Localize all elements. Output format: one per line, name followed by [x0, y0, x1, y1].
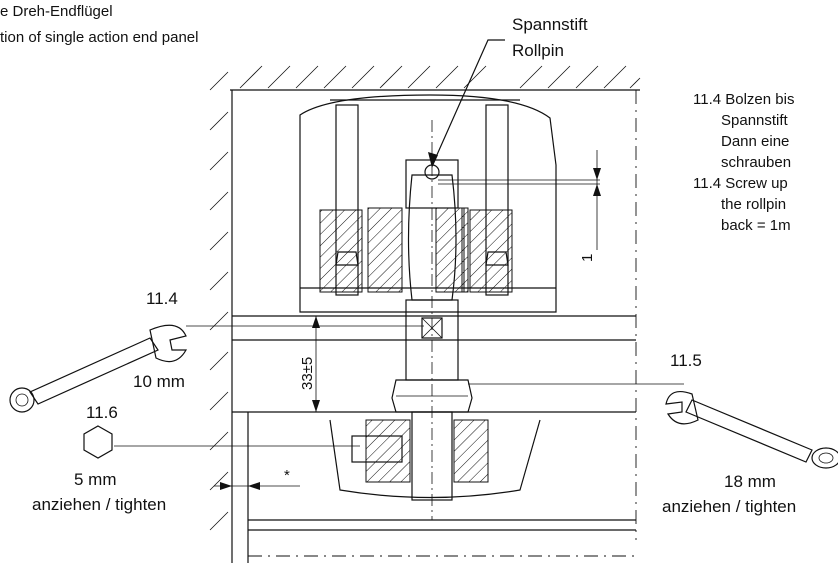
rollpin-callout: [428, 39, 505, 168]
step-11-4-size: 10 mm: [133, 372, 185, 391]
step-11-5-action: anziehen / tighten: [662, 497, 796, 516]
step-11-5-id: 11.5: [670, 351, 702, 370]
title-de: e Dreh-Endflügel: [0, 3, 113, 20]
step-11-4-id: 11.4: [146, 289, 178, 308]
gap-dimension: [438, 150, 601, 250]
instruction-text: 11.4 Bolzen bis Spannstift Dann eine sch…: [693, 91, 794, 234]
height-dim-value: 33±5: [299, 357, 316, 390]
clearance-dimension: [214, 482, 300, 490]
step-11-6-id: 11.6: [86, 403, 118, 422]
instruction-line-1: 11.4 Bolzen bis: [693, 91, 794, 108]
instruction-line-7: back = 1m: [721, 217, 791, 234]
clearance-asterisk: *: [284, 467, 290, 484]
rollpin-label-de: Spannstift: [512, 15, 588, 34]
wrench-18mm-icon: [468, 383, 838, 469]
step-11-6-size: 5 mm: [74, 470, 117, 489]
wall-hatch: [209, 71, 233, 563]
gap-dim-value: 1: [579, 254, 596, 262]
height-dimension: [186, 316, 424, 412]
upper-housing: [299, 94, 557, 313]
ceiling-hatch: [230, 65, 641, 91]
step-11-5-size: 18 mm: [724, 472, 776, 491]
step-11-6-action: anziehen / tighten: [32, 495, 166, 514]
rollpin-label-en: Rollpin: [512, 41, 564, 60]
instruction-line-5: 11.4 Screw up: [693, 175, 788, 192]
title-en: tion of single action end panel: [0, 29, 198, 46]
wrench-10mm-icon: [9, 324, 188, 413]
instruction-line-3: Dann eine: [721, 133, 789, 150]
instruction-line-4: schrauben: [721, 154, 791, 171]
lower-block: [329, 419, 541, 499]
instruction-line-2: Spannstift: [721, 112, 789, 129]
hex-key-5mm-icon: [83, 425, 360, 459]
instruction-line-6: the rollpin: [721, 196, 786, 213]
